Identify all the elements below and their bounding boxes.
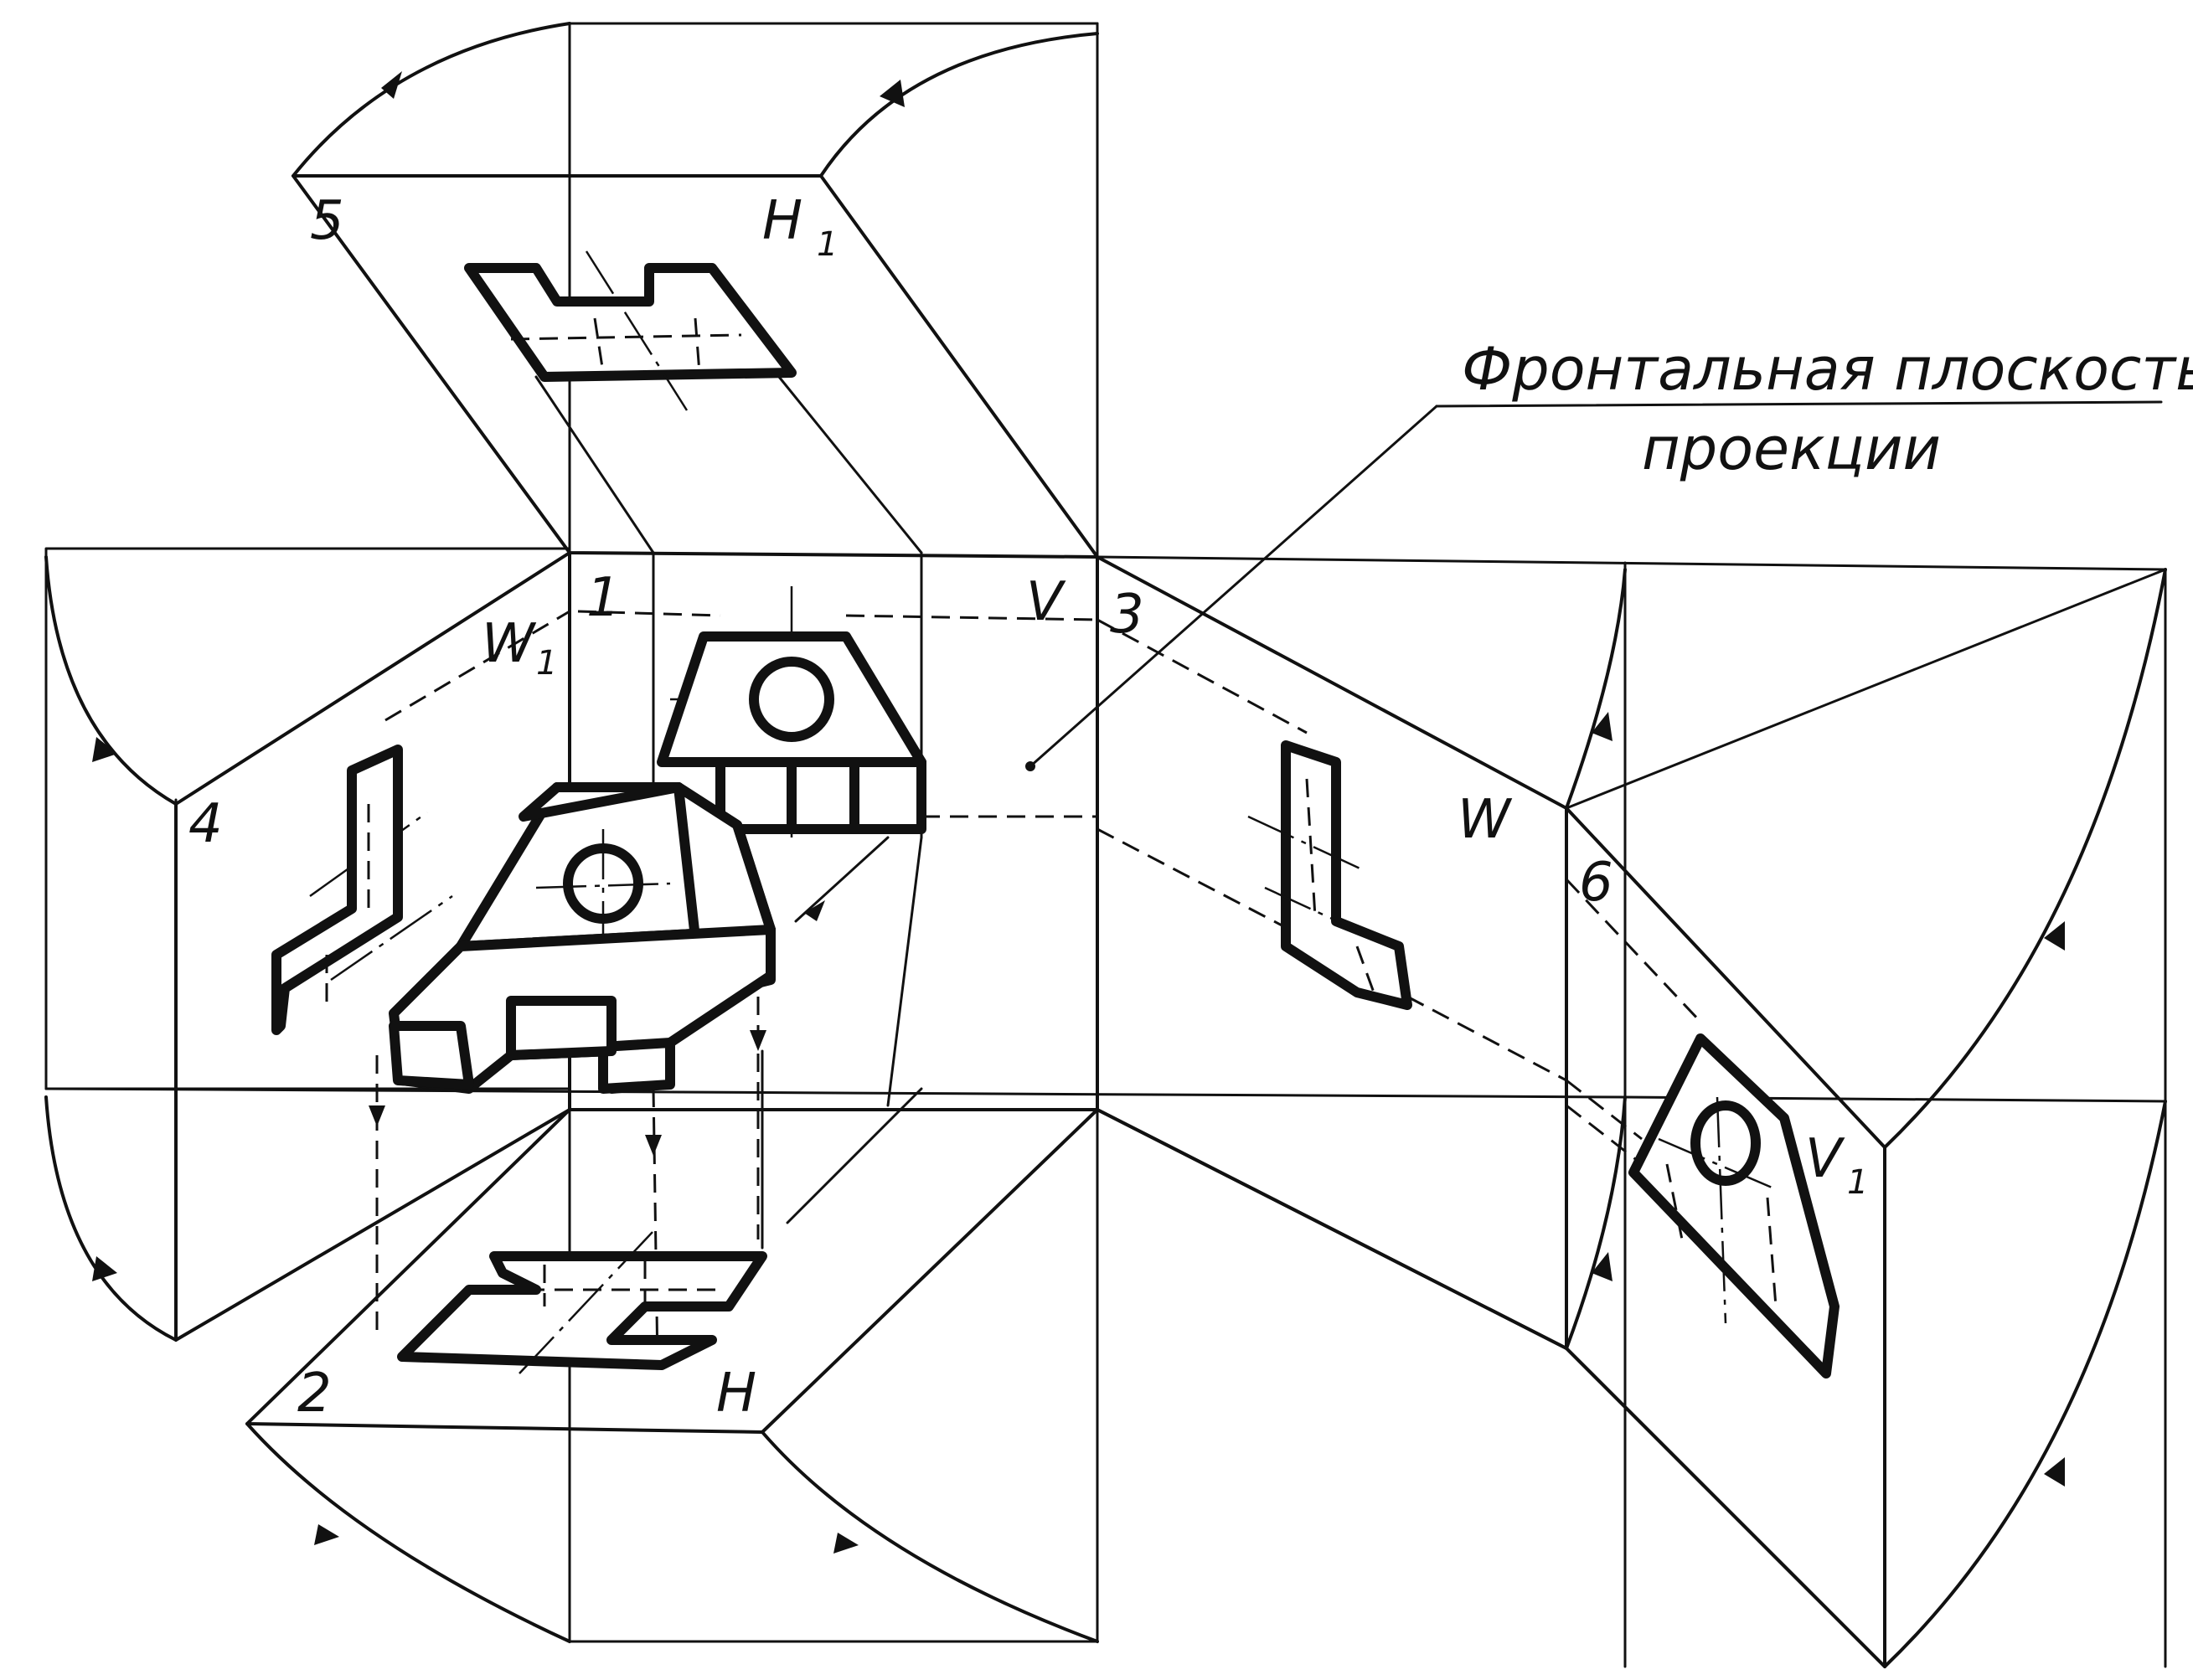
label-v: V — [1026, 571, 1066, 633]
label-h: H — [716, 1363, 756, 1425]
label-3: 3 — [1110, 584, 1144, 646]
caption-leader — [1025, 400, 2163, 771]
label-v1-sub: 1 — [1847, 1163, 1868, 1202]
label-w: W — [1458, 789, 1513, 851]
rotation-arcs — [44, 22, 2167, 1668]
leader-dot — [1025, 761, 1035, 771]
isometric-part — [389, 782, 776, 1094]
top-view-projection-h1 — [464, 250, 797, 411]
label-4: 4 — [188, 793, 223, 855]
front-view-projection — [657, 586, 926, 837]
bottom-view-projection-h — [397, 1230, 767, 1374]
right-view-projection-w — [1247, 740, 1412, 1010]
rear-view-projection-v1 — [1628, 1033, 1840, 1379]
label-6: 6 — [1579, 852, 1613, 914]
label-w1: W — [482, 613, 537, 675]
label-5: 5 — [310, 190, 344, 252]
label-1: 1 — [586, 567, 621, 629]
caption-line-1: Фронтальная плоскость — [1462, 335, 2193, 404]
left-view-projection — [271, 745, 453, 1035]
label-w1-sub: 1 — [536, 644, 557, 683]
label-v1: V — [1805, 1128, 1845, 1190]
caption-line-2: проекции — [1642, 415, 1941, 483]
label-h1-sub: 1 — [817, 225, 838, 264]
label-2: 2 — [297, 1363, 332, 1425]
label-h1: H — [762, 190, 802, 252]
